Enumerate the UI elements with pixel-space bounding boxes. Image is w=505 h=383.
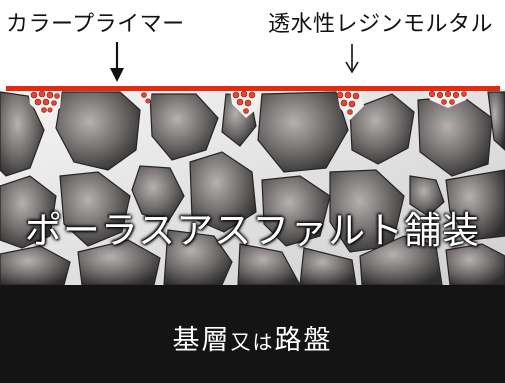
color-primer-layer bbox=[6, 86, 500, 91]
resin-mortar-fill bbox=[28, 89, 470, 120]
mortar-arrow-icon bbox=[345, 44, 359, 74]
base-layer-label-main-2: 路盤 bbox=[274, 325, 333, 356]
base-layer-label-main-1: 基層 bbox=[172, 325, 231, 356]
resin-mortar-label: 透水性レジンモルタル bbox=[268, 12, 494, 37]
base-layer bbox=[0, 285, 505, 383]
aggregate-stones bbox=[0, 91, 505, 285]
color-primer-label: カラープライマー bbox=[6, 12, 185, 37]
pavement-layer-label: ポーラスアスファルト舗装 bbox=[24, 209, 481, 252]
porous-asphalt-layer bbox=[0, 89, 505, 285]
primer-arrow-icon bbox=[110, 42, 124, 82]
base-layer-label: 基層又は路盤 bbox=[0, 318, 505, 357]
base-layer-label-or: 又は bbox=[230, 330, 275, 354]
